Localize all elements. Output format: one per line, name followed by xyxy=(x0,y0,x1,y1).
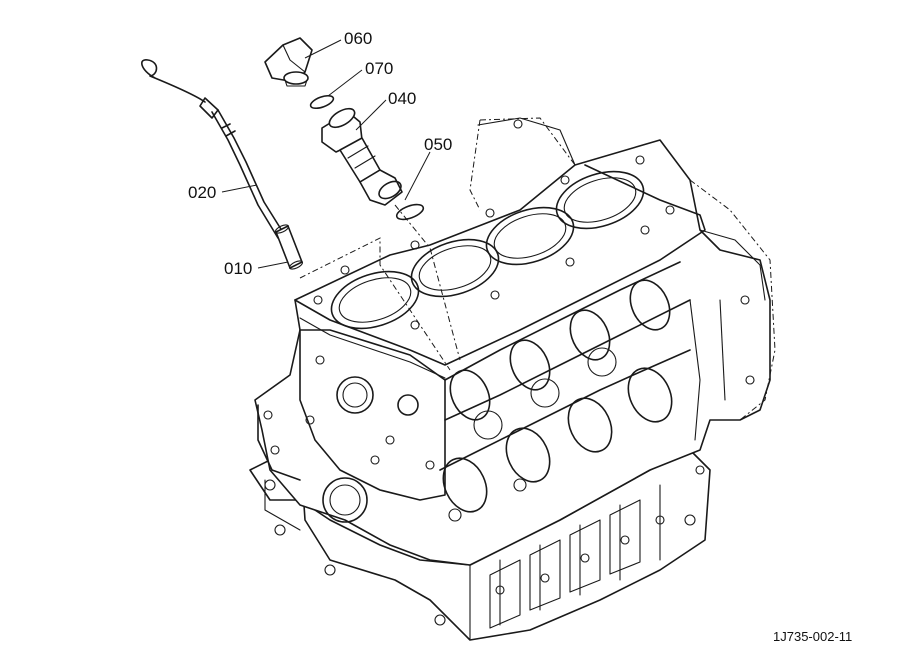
leader-lines xyxy=(221,39,431,269)
label-050: 050 xyxy=(424,135,453,154)
o-ring-070 xyxy=(309,94,335,110)
dipstick xyxy=(141,59,285,239)
engine-block xyxy=(249,117,776,641)
label-070: 070 xyxy=(365,59,394,78)
label-040: 040 xyxy=(388,89,417,108)
label-060: 060 xyxy=(344,29,373,48)
cylinder-bores xyxy=(330,170,645,330)
o-ring-050 xyxy=(395,203,425,221)
filler-cap xyxy=(264,37,313,87)
deck-bolt-holes xyxy=(313,155,675,330)
label-010: 010 xyxy=(224,259,253,278)
crank-bays xyxy=(439,349,691,522)
dipstick-guide xyxy=(274,224,304,270)
filler-neck xyxy=(321,107,403,206)
crank-journals xyxy=(444,261,691,440)
drawing-reference: 1J735-002-11 xyxy=(773,629,853,644)
label-020: 020 xyxy=(188,183,217,202)
dipstick-path xyxy=(299,237,451,371)
